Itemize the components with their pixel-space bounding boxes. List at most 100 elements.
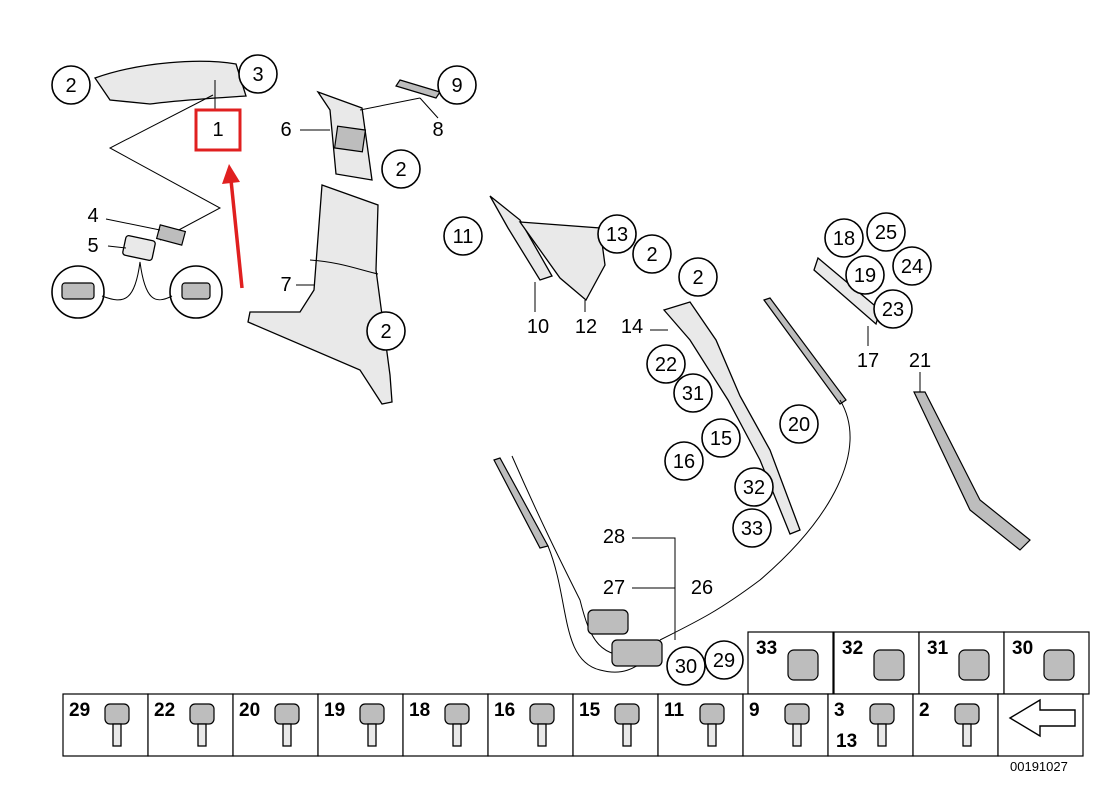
clip-part-4	[155, 224, 187, 246]
legend-cell-33: 33	[747, 631, 834, 695]
part-label-1: 1	[212, 119, 223, 141]
callout-19: 19	[845, 255, 885, 295]
callout-label: 2	[646, 244, 657, 266]
legend-cell-2: 2	[912, 693, 999, 757]
callout-30: 30	[666, 646, 706, 686]
callout-2: 2	[51, 65, 91, 105]
part-label-4: 4	[87, 205, 98, 227]
legend-cell-30: 30	[1003, 631, 1090, 695]
diagram-code: 00191027	[1010, 759, 1068, 774]
rail-part-28	[493, 457, 549, 549]
legend-number: 11	[664, 700, 685, 721]
legend-cell-29: 29	[62, 693, 149, 757]
callout-label: 2	[65, 75, 76, 97]
highlight-box	[194, 108, 242, 152]
callout-24: 24	[892, 246, 932, 286]
legend-number: 19	[324, 700, 345, 721]
legend-number: 16	[494, 700, 515, 721]
part-label-27: 27	[603, 577, 625, 599]
callout-label: 29	[713, 650, 735, 672]
callout-31: 31	[673, 373, 713, 413]
legend-cell-15: 15	[572, 693, 659, 757]
part-label-26: 26	[691, 577, 713, 599]
part-label-8: 8	[432, 119, 443, 141]
highlight-arrow	[229, 179, 244, 289]
legend-cell-9: 9	[742, 693, 829, 757]
callout-label: 3	[252, 64, 263, 86]
callout-label: 2	[395, 159, 406, 181]
callout-label: 22	[655, 354, 677, 376]
callout-label: 15	[710, 428, 732, 450]
legend-number: 29	[69, 700, 90, 721]
callout-18: 18	[824, 218, 864, 258]
legend-number: 2	[919, 700, 930, 721]
part-label-14: 14	[621, 316, 643, 338]
callout-label: 19	[854, 265, 876, 287]
part-label-5: 5	[87, 235, 98, 257]
legend-cell-19: 19	[317, 693, 404, 757]
motor-part-26	[611, 639, 663, 667]
callout-20: 20	[779, 404, 819, 444]
callout-label: 31	[682, 383, 704, 405]
callout-label: 9	[451, 75, 462, 97]
legend-cell-16: 16	[487, 693, 574, 757]
callout-11: 11	[443, 216, 483, 256]
callout-29: 29	[704, 640, 744, 680]
callout-label: 24	[901, 256, 923, 278]
callout-label: 2	[380, 321, 391, 343]
pillar-part-7	[247, 184, 393, 405]
trim-part-10	[489, 195, 553, 281]
legend-cell-20: 20	[232, 693, 319, 757]
callout-label: 33	[741, 518, 763, 540]
legend-cell-31: 31	[918, 631, 1005, 695]
legend-cell-11: 11	[657, 693, 744, 757]
callout-label: 30	[675, 656, 697, 678]
motor-part-27	[587, 609, 629, 635]
callout-2: 2	[381, 149, 421, 189]
legend-number: 15	[579, 700, 601, 721]
cover-part-5	[122, 235, 156, 261]
legend-cell-18: 18	[402, 693, 489, 757]
legend-bottom: 29 22 20 19 18 16 15 11 9 3 13 2	[62, 693, 1084, 757]
legend-number: 18	[409, 700, 430, 721]
trim-part-14	[662, 301, 801, 535]
trim-part-12	[518, 221, 606, 302]
part-label-17: 17	[857, 350, 879, 372]
legend-number: 9	[749, 700, 760, 721]
legend-number: 30	[1012, 638, 1033, 659]
callout-3: 3	[238, 54, 278, 94]
legend-number: 22	[154, 700, 175, 721]
callout-16: 16	[664, 441, 704, 481]
callout-label: 25	[875, 222, 897, 244]
part-label-7: 7	[280, 274, 291, 296]
part-label-10: 10	[527, 316, 549, 338]
callout-label: 18	[833, 228, 855, 250]
rail-part-21	[913, 391, 1031, 551]
legend-cell-arrow	[997, 693, 1084, 757]
callout-2: 2	[678, 257, 718, 297]
legend-number: 13	[836, 731, 857, 752]
part-label-6: 6	[280, 119, 291, 141]
callout-label: 16	[673, 451, 695, 473]
callout-15: 15	[701, 418, 741, 458]
callout-2: 2	[632, 234, 672, 274]
callout-label: 23	[882, 299, 904, 321]
callout-25: 25	[866, 212, 906, 252]
part-label-21: 21	[909, 350, 931, 372]
callout-13: 13	[597, 214, 637, 254]
callout-2: 2	[366, 311, 406, 351]
legend-number: 31	[927, 638, 949, 659]
clip-part-8	[395, 79, 441, 99]
legend-number: 3	[834, 700, 845, 721]
legend-cell-3: 3	[827, 693, 914, 757]
callout-22: 22	[646, 344, 686, 384]
callout-label: 13	[606, 224, 628, 246]
legend-number: 20	[239, 700, 260, 721]
legend-number: 33	[756, 638, 777, 659]
callout-label: 32	[743, 477, 765, 499]
callout-9: 9	[437, 65, 477, 105]
callout-label: 11	[453, 226, 474, 248]
part-label-12: 12	[575, 316, 597, 338]
